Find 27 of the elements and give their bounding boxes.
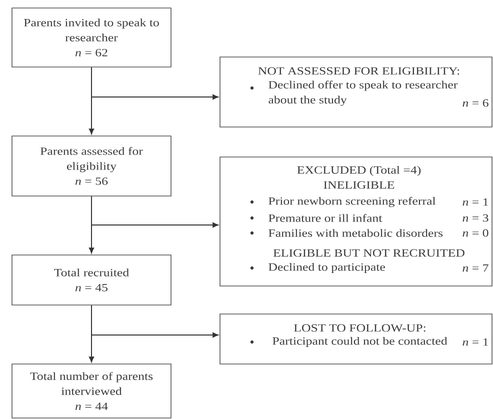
- process-box: Total number of parents interviewed n = 44: [12, 364, 172, 418]
- box-heading: NOT ASSESSED FOR ELIGIBILITY:: [258, 67, 460, 75]
- box-heading: ELIGIBLE BUT NOT RECRUITED: [273, 249, 464, 257]
- box-heading: LOST TO FOLLOW-UP:: [294, 324, 426, 332]
- info-box: [220, 156, 492, 286]
- count-label: n = 3: [462, 214, 488, 222]
- count-label: n = 1: [462, 198, 488, 206]
- process-box: Parents assessed for eligibility n = 56: [12, 136, 172, 196]
- count-label: n = 6: [462, 99, 488, 107]
- list-item: Declined to participate: [268, 263, 385, 273]
- list-item: Prior newborn screening referral: [268, 196, 436, 208]
- info-box: [220, 56, 492, 128]
- list-item: Participant could not be contacted: [272, 337, 448, 347]
- count-label: n = 7: [462, 264, 488, 272]
- box-heading: EXCLUDED (Total =4): [297, 166, 421, 176]
- list-item: Families with metabolic disorders: [268, 229, 443, 237]
- process-box: Parents invited to speak to researcher n = 62: [12, 8, 172, 68]
- process-box: Total recruited n = 45: [12, 254, 172, 306]
- arrow: [91, 304, 218, 338]
- info-box: [220, 314, 492, 364]
- count-label: n = 0: [462, 229, 488, 237]
- list-item: Declined offer to speak to researcher about the study: [268, 80, 458, 106]
- box-heading: INELIGIBLE: [324, 181, 394, 189]
- arrow: [91, 196, 218, 228]
- count-label: n = 1: [462, 338, 488, 346]
- arrow: [91, 66, 218, 100]
- list-item: Premature or ill infant: [268, 214, 382, 222]
